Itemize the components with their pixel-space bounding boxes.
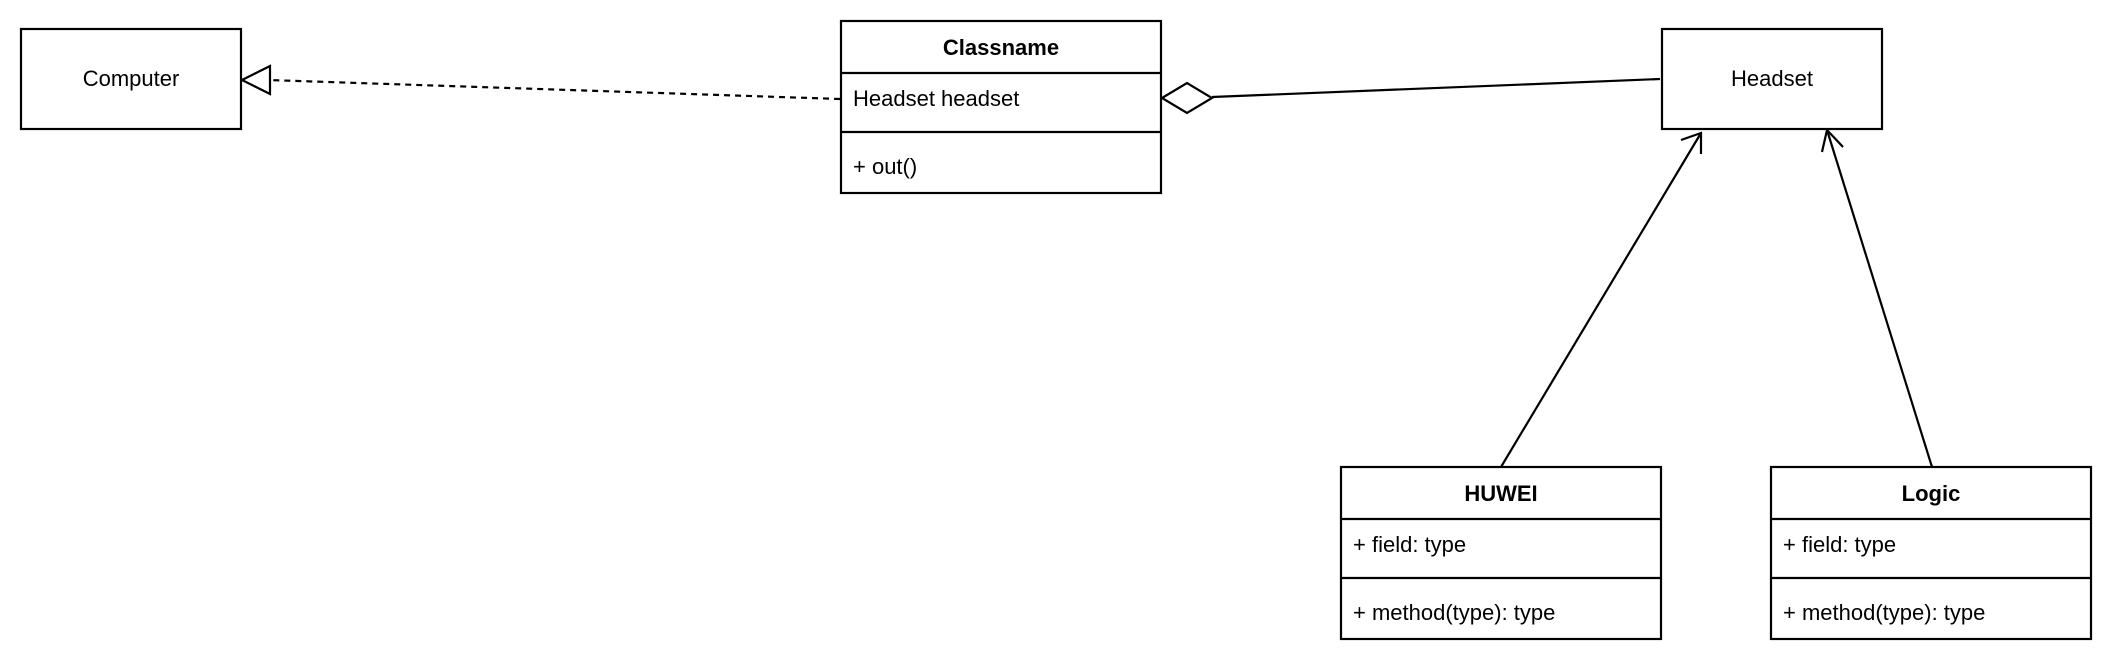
headset-box[interactable]: Headset [1660,27,1884,131]
classname-method: + out() [853,154,917,179]
headset-box-frame [1660,27,1884,131]
huwei-class-frame [1339,465,1663,641]
logic-attribute: + field: type [1783,532,1896,557]
logic-title: Logic [1902,481,1961,506]
classname-title: Classname [943,35,1059,60]
logic-class-frame [1769,465,2093,641]
headset-label: Headset [1731,66,1813,91]
realization-arrowhead-icon [239,64,272,96]
realization-line [267,78,841,101]
computer-box-frame [19,27,243,131]
logic-class[interactable]: Logic + field: type + method(type): type [1769,465,2093,641]
huwei-arrowhead-icon [1680,131,1703,154]
logic-method: + method(type): type [1783,600,1985,625]
aggregation-diamond-icon [1159,81,1215,115]
classname-class[interactable]: Classname Headset headset + out() [839,19,1163,195]
huwei-attribute: + field: type [1353,532,1466,557]
classname-class-frame [839,19,1163,195]
classname-attribute: Headset headset [853,86,1019,111]
huwei-method: + method(type): type [1353,600,1555,625]
huwei-association-connector[interactable] [1500,131,1703,468]
aggregation-line [1211,77,1661,99]
aggregation-connector[interactable] [1159,77,1661,115]
huwei-association-line [1500,132,1702,468]
huwei-title: HUWEI [1464,481,1537,506]
realization-connector[interactable] [239,64,841,101]
logic-association-line [1825,129,1934,468]
logic-association-connector[interactable] [1820,127,1934,468]
huwei-class[interactable]: HUWEI + field: type + method(type): type [1339,465,1663,641]
computer-box[interactable]: Computer [19,27,243,131]
computer-label: Computer [83,66,180,91]
